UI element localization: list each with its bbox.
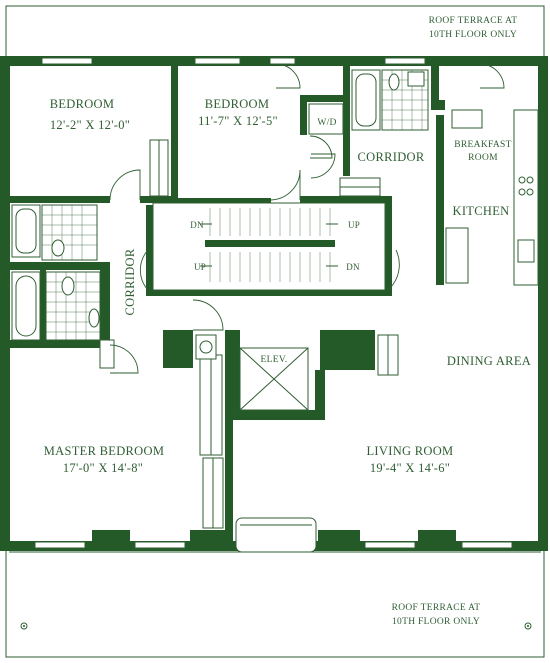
bathroom-left — [11, 204, 98, 261]
bedroom-2-dims: 11'-7" X 12'-5" — [198, 114, 278, 128]
stair-dn-top-label: DN — [190, 220, 204, 230]
corridor-vertical-label: CORRIDOR — [123, 248, 137, 315]
washer-dryer-closet — [308, 103, 344, 135]
windows-top — [41, 57, 426, 65]
kitchen-counters — [445, 109, 539, 286]
stair-up-top-label: UP — [348, 220, 360, 230]
stair-dn-bottom-label: DN — [346, 262, 360, 272]
roof-terrace-label-bottom-line1: ROOF TERRACE AT — [392, 603, 481, 613]
dining-area-label: DINING AREA — [447, 354, 531, 368]
bedroom-1-name: BEDROOM — [50, 97, 115, 111]
kitchen-label: KITCHEN — [453, 204, 510, 218]
closets — [99, 139, 399, 529]
living-room-name: LIVING ROOM — [367, 444, 454, 458]
bathroom-upper-right — [351, 69, 429, 131]
staircase — [152, 202, 386, 291]
roof-terrace-label-top-line1: ROOF TERRACE AT — [429, 16, 518, 26]
breakfast-room-label-line1: BREAKFAST — [454, 140, 511, 150]
corridor-upper-label: CORRIDOR — [358, 150, 425, 164]
door-swings — [109, 63, 505, 374]
room-labels: ROOF TERRACE AT 10TH FLOOR ONLY BEDROOM … — [44, 16, 531, 627]
windows-bottom — [34, 517, 513, 553]
master-bedroom-name: MASTER BEDROOM — [44, 444, 165, 458]
stair-up-bottom-label: UP — [194, 262, 206, 272]
elevator-label: ELEV. — [261, 355, 288, 365]
bedroom-2-name: BEDROOM — [205, 97, 270, 111]
bedroom-1-dims: 12'-2" X 12'-0" — [50, 118, 130, 132]
roof-terrace-label-bottom-line2: 10TH FLOOR ONLY — [392, 617, 480, 627]
bathroom-master — [11, 271, 101, 341]
washer-dryer-label: W/D — [317, 118, 336, 128]
breakfast-room-label-line2: ROOM — [468, 153, 498, 163]
master-bedroom-dims: 17'-0" X 14'-8" — [63, 461, 143, 475]
roof-terrace-label-top-line2: 10TH FLOOR ONLY — [429, 30, 517, 40]
living-room-dims: 19'-4" X 14'-6" — [370, 461, 450, 475]
elevator-shaft — [195, 334, 309, 411]
